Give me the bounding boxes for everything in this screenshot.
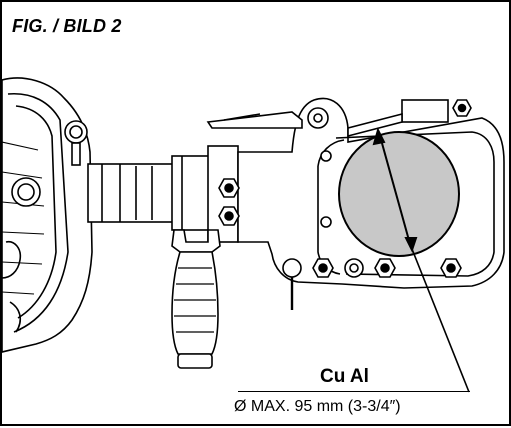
release-pin [282, 258, 302, 310]
leader-line [409, 243, 470, 393]
diameter-arrow [372, 127, 418, 253]
lanyard-ring [64, 120, 88, 166]
auxiliary-handle [171, 229, 221, 369]
cable-cross-section [338, 131, 460, 257]
top-lever [206, 99, 449, 138]
hex-bolts [218, 99, 472, 278]
capacity-label: Ø MAX. 95 mm (3-3/4″) [234, 398, 401, 415]
figure-title: FIG. / BILD 2 [12, 16, 122, 36]
material-label: Cu Al [320, 366, 369, 387]
neck-tube [87, 145, 239, 243]
label-underline [238, 391, 470, 392]
motor-housing [2, 77, 93, 353]
